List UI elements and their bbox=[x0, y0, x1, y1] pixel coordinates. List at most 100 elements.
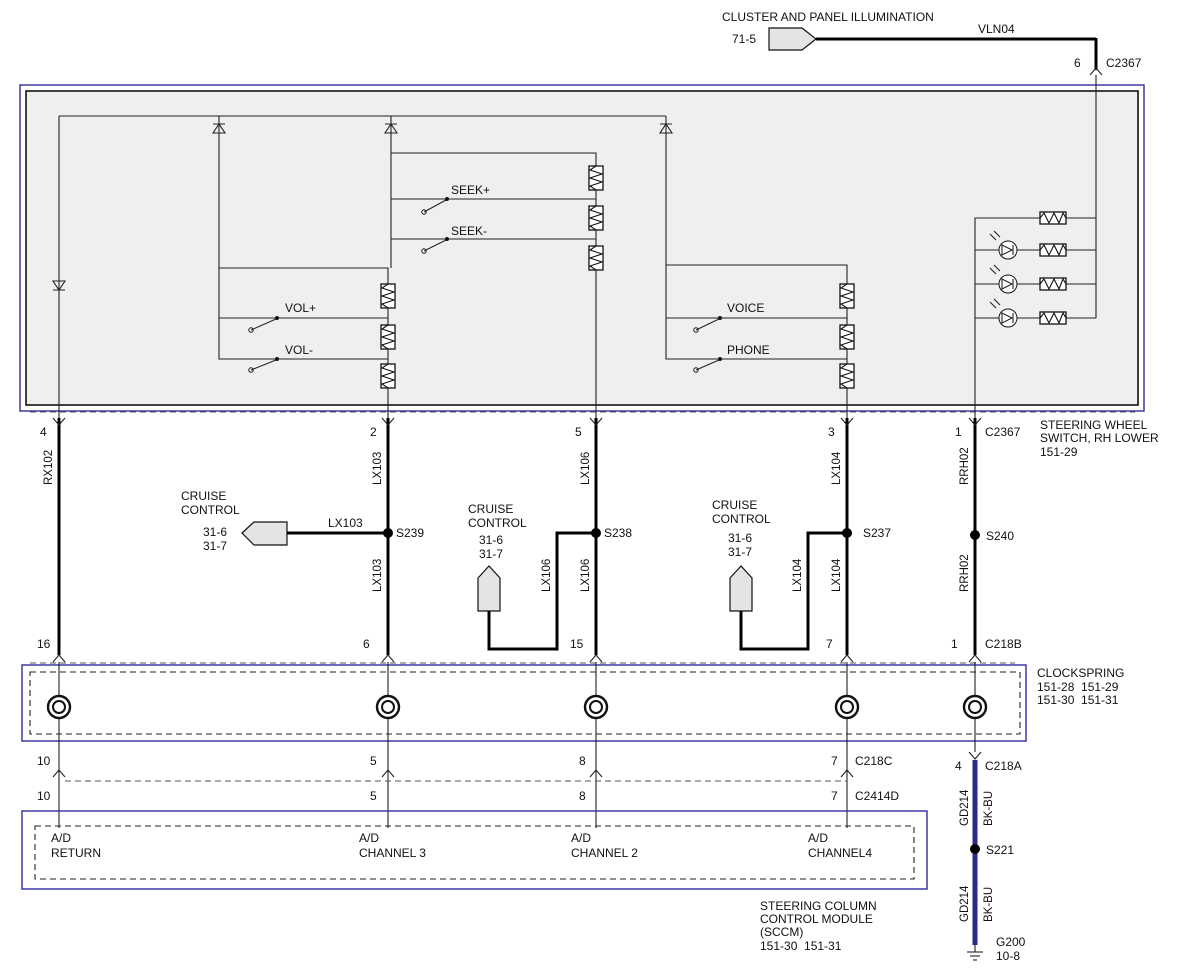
switch-module-outline bbox=[19, 84, 1145, 412]
seek-plus-switch bbox=[421, 197, 449, 215]
pin-label: 2 bbox=[370, 425, 377, 439]
pin-label: 1 bbox=[951, 637, 958, 651]
wire-label: RRH02 bbox=[959, 447, 971, 485]
clockspring-refs: 151-30 151-31 bbox=[1037, 693, 1119, 707]
splice-label: S237 bbox=[863, 526, 891, 540]
connector-label: C2367 bbox=[985, 425, 1021, 439]
clockspring-coil-icon bbox=[46, 694, 72, 720]
pin-label: 16 bbox=[37, 637, 51, 651]
pin-label: 8 bbox=[579, 789, 586, 803]
sccm-outline bbox=[21, 810, 928, 890]
connector-label: C218B bbox=[985, 637, 1022, 651]
clockspring-outline bbox=[21, 664, 1027, 742]
cruise-connector-icon bbox=[477, 565, 501, 612]
sccm-channel-label: CHANNEL4 bbox=[808, 846, 872, 860]
pin-label: 8 bbox=[579, 754, 586, 768]
pin-label: 5 bbox=[370, 789, 377, 803]
clockspring-coil-icon bbox=[834, 694, 860, 720]
pin-label: 1 bbox=[955, 425, 962, 439]
cruise-ref: 31-7 bbox=[728, 545, 752, 559]
wire-label: LX106 bbox=[580, 559, 592, 592]
pin-label: 7 bbox=[831, 789, 838, 803]
wire-label: GD214 bbox=[959, 789, 971, 826]
sccm-body bbox=[34, 825, 915, 880]
clockspring-coil-icon bbox=[962, 694, 988, 720]
illumination-wire-label: VLN04 bbox=[978, 22, 1015, 36]
ground-id: G200 bbox=[996, 935, 1026, 949]
illumination-title: CLUSTER AND PANEL ILLUMINATION bbox=[722, 10, 934, 24]
diode-icon bbox=[658, 123, 674, 134]
sccm-channel-label: RETURN bbox=[51, 846, 101, 860]
pin-label: 3 bbox=[828, 425, 835, 439]
pin-label: 5 bbox=[370, 754, 377, 768]
cruise-ref: 31-6 bbox=[203, 525, 227, 539]
splice-label: S238 bbox=[604, 526, 632, 540]
pin-label: 4 bbox=[955, 759, 962, 773]
connector-label: C218C bbox=[855, 754, 893, 768]
wire-color-label: BK-BU bbox=[983, 791, 995, 826]
cruise-label: CRUISE bbox=[468, 502, 513, 516]
seek-plus-label: SEEK+ bbox=[451, 183, 490, 197]
seek-minus-label: SEEK- bbox=[451, 224, 487, 238]
cruise-label: CONTROL bbox=[181, 503, 240, 517]
clockspring-refs: 151-28 151-29 bbox=[1037, 680, 1119, 694]
led-icon bbox=[989, 298, 1018, 328]
illumination-connector-icon bbox=[768, 27, 817, 51]
sccm-name: CONTROL MODULE bbox=[760, 912, 873, 926]
pin-label: 7 bbox=[826, 637, 833, 651]
cruise-label: CONTROL bbox=[712, 512, 771, 526]
cruise-connector-icon bbox=[729, 565, 753, 612]
ground-icon bbox=[967, 945, 983, 961]
voice-switch bbox=[693, 316, 722, 333]
cruise-ref: 31-6 bbox=[728, 531, 752, 545]
switch-module-body bbox=[25, 90, 1139, 406]
clockspring-body bbox=[29, 671, 1021, 735]
illumination-ref: 71-5 bbox=[732, 32, 756, 46]
illumination-pin: 6 bbox=[1074, 56, 1081, 70]
splice-dot bbox=[970, 530, 980, 540]
vol-minus-switch bbox=[248, 357, 279, 373]
wire-label: LX106 bbox=[541, 559, 553, 592]
splice-dot bbox=[591, 528, 601, 538]
splice-dot bbox=[842, 528, 852, 538]
pin-label: 10 bbox=[37, 754, 51, 768]
wire-label: LX103 bbox=[372, 559, 384, 592]
sccm-channel-label: A/D bbox=[808, 831, 828, 845]
switch-module-ref: 151-29 bbox=[1040, 445, 1078, 459]
wire-color-label: BK-BU bbox=[983, 887, 995, 922]
sccm-channel-label: A/D bbox=[571, 831, 591, 845]
pin-label: 10 bbox=[37, 789, 51, 803]
splice-label: S240 bbox=[986, 529, 1014, 543]
wire-label: LX103 bbox=[328, 516, 363, 530]
splice-dot bbox=[970, 844, 980, 854]
sccm-name: (SCCM) bbox=[760, 925, 803, 939]
connector-label: C2414D bbox=[855, 789, 899, 803]
led-icon bbox=[989, 264, 1018, 294]
wire-label: GD214 bbox=[959, 885, 971, 922]
wire-label: LX106 bbox=[580, 452, 592, 485]
splice-label: S221 bbox=[986, 843, 1014, 857]
connector-label: C218A bbox=[985, 759, 1022, 773]
led-icon bbox=[989, 230, 1018, 260]
wire-label: LX104 bbox=[831, 558, 843, 592]
diode-icon bbox=[211, 123, 227, 134]
pin-label: 5 bbox=[575, 425, 582, 439]
switch-module-name: STEERING WHEEL bbox=[1040, 418, 1148, 432]
clockspring-name: CLOCKSPRING bbox=[1037, 666, 1124, 680]
splice-label: S239 bbox=[396, 526, 424, 540]
sccm-refs: 151-30 151-31 bbox=[760, 939, 842, 953]
wire-label: LX104 bbox=[831, 451, 843, 485]
vol-plus-label: VOL+ bbox=[285, 301, 316, 315]
cruise-connector-icon bbox=[241, 521, 288, 546]
clockspring-coil-icon bbox=[583, 694, 609, 720]
diode-icon bbox=[383, 123, 399, 134]
sccm-channel-label: A/D bbox=[51, 831, 71, 845]
sccm-channel-label: A/D bbox=[359, 831, 379, 845]
pin-label: 15 bbox=[570, 637, 584, 651]
seek-minus-switch bbox=[421, 237, 449, 254]
sccm-name: STEERING COLUMN bbox=[760, 899, 877, 913]
cruise-label: CONTROL bbox=[468, 516, 527, 530]
cruise-ref: 31-6 bbox=[479, 533, 503, 547]
phone-switch bbox=[693, 357, 722, 373]
